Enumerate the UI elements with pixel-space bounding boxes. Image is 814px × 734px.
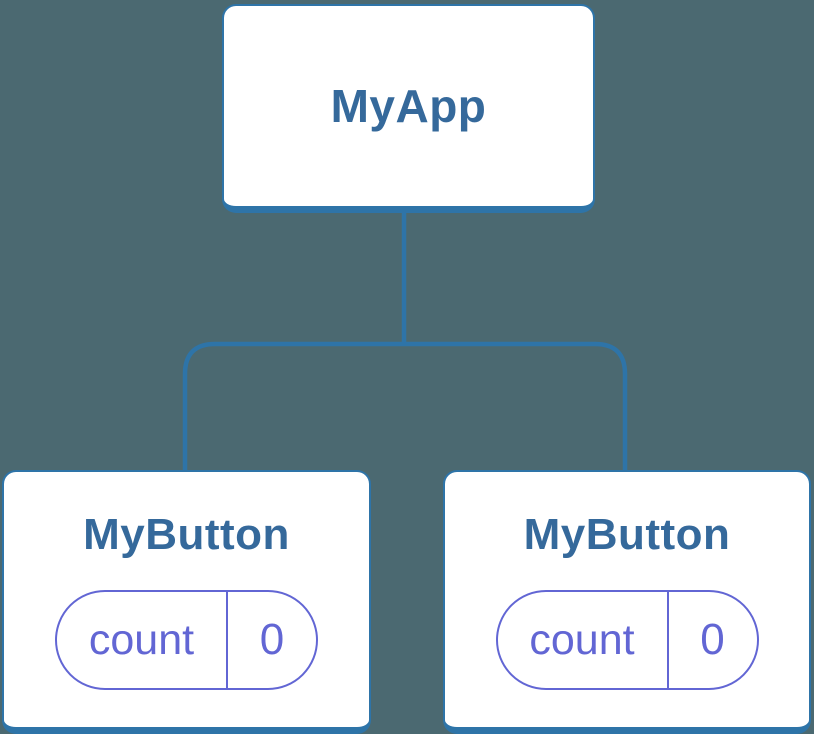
node-myapp-label: MyApp [330,80,487,132]
node-mybutton-left-label: MyButton [83,510,290,559]
state-pill-left: count 0 [55,590,318,690]
state-key-label: count [88,615,195,664]
state-pill-right: count 0 [495,590,759,690]
node-mybutton-left: MyButton count 0 [2,470,371,734]
node-mybutton-right: MyButton count 0 [443,470,811,734]
state-value: 0 [226,592,316,688]
state-value: 0 [666,592,757,688]
node-mybutton-right-label: MyButton [523,510,731,559]
node-myapp: MyApp [222,4,595,213]
children-bracket-line [182,341,628,472]
state-key-label: count [529,615,635,664]
